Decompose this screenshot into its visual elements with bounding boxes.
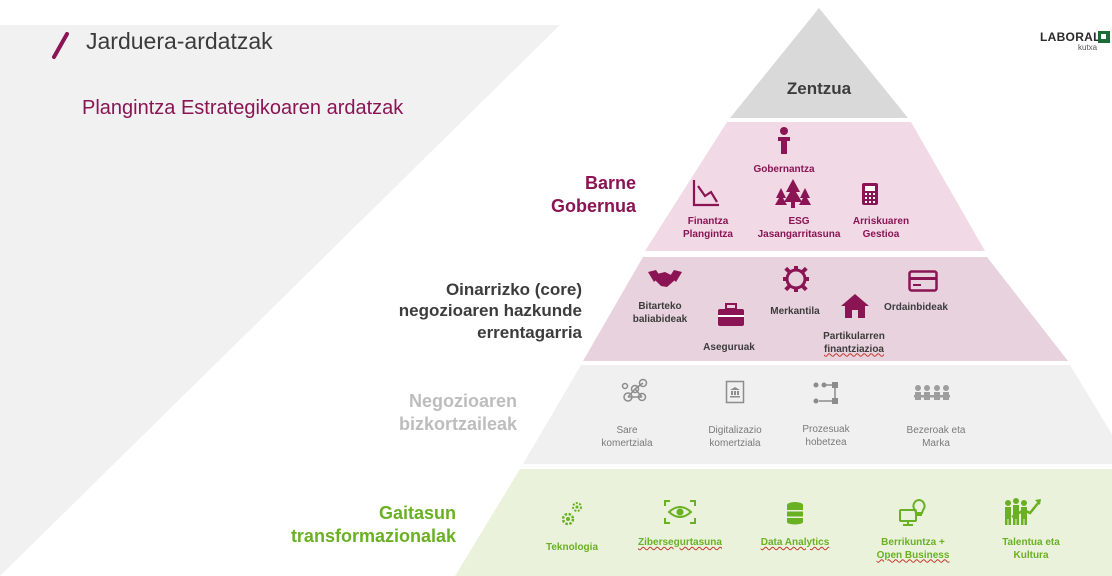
gears-icon [561,502,582,526]
item-partikularren-finantziazioa: Partikularren finantziazioa [799,331,909,356]
logo-main-text: LABORAL [1040,30,1101,44]
laboral-kutxa-logo: LABORAL kutxa [1040,30,1112,56]
item-label: Gobernantza [753,164,815,175]
item-label: Teknologia [545,542,599,553]
item-label: Marka [922,437,950,449]
item-label: komertziala [601,437,653,449]
item-label: Gestioa [862,228,900,240]
level3-label-line2: bizkortzaileak [398,413,517,434]
slide-title: Jarduera-ardatzak [86,28,273,54]
level1-label-line1: Barne [584,173,636,193]
title-slash-mark [52,32,69,59]
level3-label-line1: Negozioaren [408,391,517,411]
level3-label: Negozioaren bizkortzaileak [330,390,517,435]
level2-label-line2: negozioaren hazkunde [398,301,582,321]
lightbulb-computer-icon [899,498,926,526]
item-label: Sare [616,425,638,436]
decline-chart-icon [692,180,719,207]
item-label: komertziala [709,437,761,449]
item-label: Plangintza [682,228,733,240]
item-label: Ordainbideak [884,302,948,313]
level2-label-line1: Oinarrizko (core) [445,280,582,299]
item-aseguruak: Aseguruak [674,342,784,355]
item-label: Merkantila [770,306,820,317]
logo-sub-text: kutxa [1078,43,1098,52]
item-label: Jasangarritasuna [757,228,841,240]
item-label: Prozesuak [802,424,850,435]
item-zibersegurtasuna: Zibersegurtasuna [625,537,735,550]
item-label: Finantza [687,216,729,227]
item-label: Open Business [876,549,950,561]
people-growth-icon [1005,498,1041,525]
item-ordainbideak: Ordainbideak [861,302,971,315]
pyramid-tier-core [583,257,1068,361]
handshake-icon [648,270,682,287]
item-label: Kultura [1013,549,1049,561]
item-merkantila: Merkantila [740,306,850,319]
level1-label-line2: Gobernua [550,195,636,216]
item-finantza-plangintza: Finantza Plangintza [653,216,763,241]
gear-people-icon [783,266,809,292]
network-icon [621,378,648,402]
eye-scan-icon [664,500,696,524]
background-shape [0,25,560,576]
item-teknologia: Teknologia [517,542,627,555]
house-icon [841,294,869,318]
logo-mark-icon [1098,31,1110,43]
item-label: Bitarteko [638,301,682,312]
item-label: Berrikuntza + [881,537,945,548]
item-arriskuaren-gestioa: Arriskuaren Gestioa [826,216,936,241]
briefcase-icon [718,303,744,326]
level2-label: Oinarrizko (core) negozioaren hazkunde e… [330,279,582,343]
pyramid-tier-gaitasun [455,469,1112,576]
process-flow-icon [813,382,838,404]
item-data-analytics: Data Analytics [740,537,850,550]
item-digitalizazio-komertziala: Digitalizazio komertziala [680,425,790,450]
item-berrikuntza-open-business: Berrikuntza + Open Business [858,537,968,562]
trees-icon [775,179,811,208]
level4-label-line2: transformazionalak [290,525,456,546]
level4-label: Gaitasun transformazionalak [230,502,456,547]
item-label: Arriskuaren [852,216,910,227]
item-sare-komertziala: Sare komertziala [572,425,682,450]
item-label: baliabideak [632,313,688,325]
level1-label: Barne Gobernua [470,172,636,217]
pyramid-apex [730,8,908,118]
database-icon [787,502,803,525]
level2-label-line3: errentagarria [477,322,582,342]
pyramid-tier-bizkortzaileak [523,365,1112,464]
item-label: finantziazioa [823,343,884,355]
item-esg: ESG Jasangarritasuna [744,216,854,241]
item-label: Data Analytics [760,537,830,548]
calculator-icon [862,183,878,205]
apex-label: Zentzua [786,79,852,98]
slide-subtitle: Plangintza Estrategikoaren ardatzak [82,97,404,119]
item-label: hobetzea [805,436,847,448]
item-label: Talentua eta [1002,537,1060,548]
item-label: Aseguruak [703,342,755,353]
meeting-icon [914,385,950,400]
speaker-podium-icon [778,127,790,154]
level4-label-line1: Gaitasun [378,503,456,523]
credit-card-icon [908,270,938,292]
item-label: Digitalizazio [708,425,762,436]
item-label: Zibersegurtasuna [638,537,722,548]
item-label: ESG [788,216,810,227]
item-label: Partikularren [823,331,885,342]
item-talentua-eta-kultura: Talentua eta Kultura [976,537,1086,562]
item-bitarteko-baliabideak: Bitarteko baliabideak [605,301,715,326]
item-gobernantza: Gobernantza [729,164,839,177]
pyramid-tier-barne-gobernua [645,122,985,251]
document-bank-icon [725,380,745,404]
item-label: Bezeroak eta [906,425,966,436]
item-prozesuak-hobetzea: Prozesuak hobetzea [771,424,881,449]
item-bezeroak-eta-marka: Bezeroak eta Marka [881,425,991,450]
